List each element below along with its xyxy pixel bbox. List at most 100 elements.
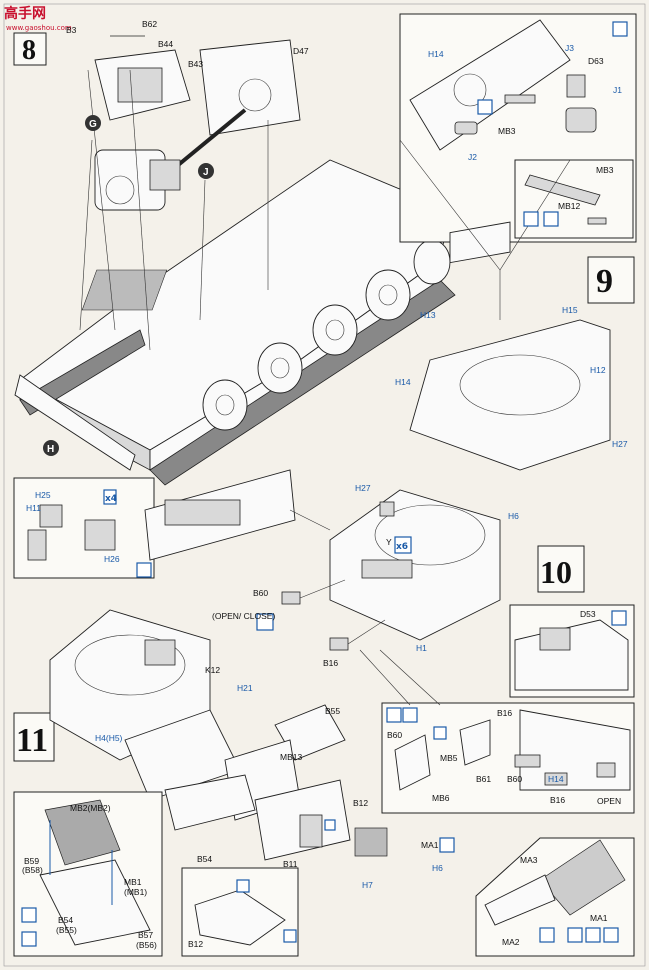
step-9: 9 H14 J3 D63 J1 MB3 J2 MB3 MB12 H13 H15 … — [395, 13, 637, 471]
label-j3: J3 — [565, 43, 574, 53]
label-open-close: (OPEN/ CLOSE) — [212, 611, 275, 621]
brush-icon — [612, 21, 628, 37]
leader-line — [379, 649, 441, 706]
label-mb12: MB12 — [558, 201, 580, 211]
label-b55: B55 — [325, 706, 340, 716]
label-k12: K12 — [205, 665, 220, 675]
label-d53: D53 — [580, 609, 596, 619]
brush-icon — [21, 907, 37, 923]
brush-icon — [386, 707, 402, 723]
drive-sprocket — [413, 239, 451, 285]
step-10-detail-box — [13, 477, 155, 579]
label-b11: B11 — [283, 859, 298, 869]
label-b54b: B54 — [58, 915, 73, 925]
part-mb3 — [504, 94, 536, 104]
callout-h-text: H — [47, 444, 54, 455]
road-wheels — [202, 239, 451, 431]
part-b60 — [281, 591, 301, 605]
part-j2 — [454, 121, 478, 135]
label-b44: B44 — [158, 39, 173, 49]
label-b16b: B16 — [497, 708, 512, 718]
label-d47: D47 — [293, 46, 309, 56]
leader-line — [359, 649, 411, 706]
label-b43: B43 — [188, 59, 203, 69]
part-b11 — [299, 814, 323, 848]
part-ma1-mesh — [539, 839, 626, 916]
front-plate-h — [14, 374, 136, 471]
label-b60c: B60 — [507, 774, 522, 784]
brush-icon — [283, 929, 297, 943]
label-h12: H12 — [590, 365, 606, 375]
part-b54-detail — [39, 859, 151, 946]
mb3-fret — [524, 174, 601, 206]
label-h26: H26 — [104, 554, 120, 564]
part-h26 — [84, 519, 116, 551]
label-j1: J1 — [613, 85, 622, 95]
step-10-number-box — [537, 545, 585, 593]
label-ma1: MA1 — [421, 840, 439, 850]
glue-icon — [477, 99, 493, 115]
rear-hull-section — [409, 319, 611, 471]
multiplier-badge — [103, 489, 117, 505]
turret-opening — [74, 634, 186, 696]
step-8-number: 8 — [22, 35, 36, 66]
rear-hatch-ring — [238, 78, 272, 112]
label-h13: H13 — [420, 310, 436, 320]
stowage-boxes — [164, 499, 241, 526]
leader-line — [289, 509, 331, 531]
callout-j-text: J — [203, 167, 209, 178]
callout-h — [43, 440, 59, 456]
step-9-number-box — [587, 256, 635, 304]
turret-opening — [374, 504, 486, 566]
label-h15: H15 — [562, 305, 578, 315]
road-wheel — [365, 269, 411, 321]
label-b3: B3 — [66, 25, 77, 35]
part-j1 — [565, 107, 597, 133]
label-mb13: MB13 — [280, 752, 302, 762]
callout-j — [198, 163, 214, 179]
label-b54: B54 — [197, 854, 212, 864]
part-b60-detail — [394, 734, 431, 791]
label-mb6: MB6 — [432, 793, 450, 803]
label-h7: H7 — [362, 880, 373, 890]
label-mb1: MB1 — [124, 877, 142, 887]
part-h25 — [39, 504, 63, 528]
label-b55b: (B55) — [56, 925, 77, 935]
label-d63: D63 — [588, 56, 604, 66]
engine-head — [149, 159, 181, 191]
step-10-number: 10 — [540, 554, 572, 590]
mb12-fret — [587, 217, 607, 225]
road-wheel — [257, 342, 303, 394]
brush-icon — [523, 211, 539, 227]
leader-line — [399, 139, 501, 271]
exhaust-port — [453, 73, 487, 107]
label-h14a: H14 — [428, 49, 444, 59]
brush-icon — [136, 562, 152, 578]
callout-g-text: G — [89, 119, 97, 130]
open-close-icon — [256, 613, 274, 631]
open-close-icon — [585, 927, 601, 943]
part-d63 — [566, 74, 586, 98]
label-b60b: B60 — [387, 730, 402, 740]
glue-icon — [236, 879, 250, 893]
turret-ring-opening — [459, 354, 581, 416]
open-close-icon — [402, 707, 418, 723]
step-8-box — [13, 32, 47, 66]
glue-icon — [324, 819, 336, 831]
label-j2: J2 — [468, 152, 477, 162]
label-b57: B57 — [138, 930, 153, 940]
open-close-icon — [439, 837, 455, 853]
label-b61: B61 — [476, 774, 491, 784]
engine-grille — [81, 269, 168, 311]
label-h27: H27 — [612, 439, 628, 449]
label-ma2: MA2 — [502, 937, 520, 947]
label-h4: H4(H5) — [95, 733, 123, 743]
label-h25: H25 — [35, 490, 51, 500]
leader-line — [347, 619, 386, 645]
label-h6: H6 — [432, 863, 443, 873]
multiplier-x6: x6 — [396, 542, 408, 552]
label-h21: H21 — [237, 683, 253, 693]
leader-line — [199, 179, 206, 321]
step-11-number-box — [13, 712, 55, 762]
part-b60-hinge — [514, 754, 541, 768]
